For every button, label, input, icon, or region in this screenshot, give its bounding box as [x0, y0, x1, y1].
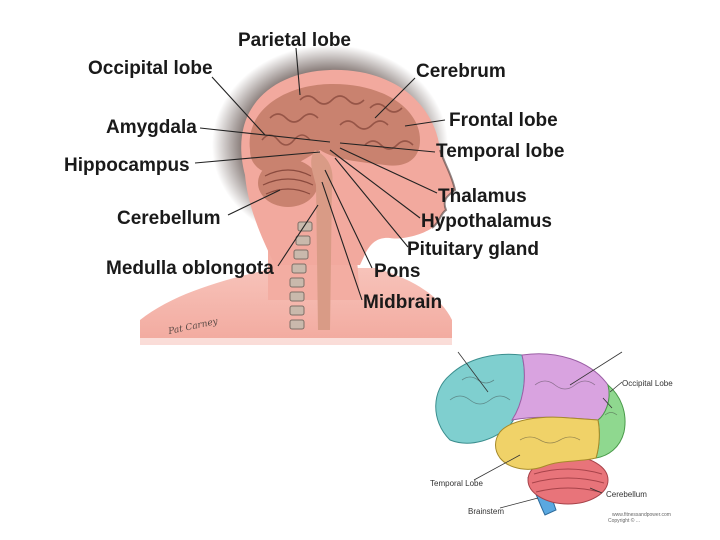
brainstem-shape	[311, 150, 333, 330]
label-temporal-lobe-small: Temporal Lobe	[430, 479, 483, 488]
label-hypothalamus: Hypothalamus	[421, 211, 552, 232]
label-cerebellum: Cerebellum	[117, 208, 221, 229]
credit-line-2: Copyright © ...	[608, 518, 641, 524]
label-occipital-lobe: Occipital lobe	[88, 58, 213, 79]
cerebellum-folia	[531, 468, 605, 493]
label-pons: Pons	[374, 261, 421, 282]
bottom-fade	[130, 338, 460, 348]
leader-lines	[457, 351, 623, 509]
leader-lines	[194, 47, 446, 301]
gyri-lines	[449, 376, 618, 444]
credit-line-1: www.fitnessandpower.com	[612, 512, 671, 518]
label-midbrain: Midbrain	[363, 292, 443, 313]
temporal-lobe-shape	[495, 416, 600, 470]
label-amygdala: Amygdala	[106, 117, 197, 138]
gyri-lines	[261, 95, 414, 150]
label-temporal-lobe: Temporal lobe	[436, 141, 565, 162]
label-frontal-lobe: Frontal lobe	[449, 110, 558, 131]
label-cerebellum-small: Cerebellum	[606, 490, 647, 499]
cerebellum-folia	[262, 169, 314, 195]
parietal-lobe-shape	[510, 353, 610, 421]
label-thalamus: Thalamus	[438, 186, 527, 207]
label-occipital-lobe-small: Occipital Lobe	[622, 379, 673, 388]
label-cerebrum: Cerebrum	[416, 61, 506, 82]
face-profile	[431, 149, 457, 229]
cerebellum-shape	[258, 159, 318, 207]
label-medulla-oblongota: Medulla oblongota	[106, 258, 274, 279]
vertebrae	[289, 221, 313, 330]
label-parietal-lobe: Parietal lobe	[238, 30, 351, 51]
label-hippocampus: Hippocampus	[64, 155, 190, 176]
label-brainstem-small: Brainstem	[468, 507, 505, 516]
cerebrum-shape	[249, 83, 420, 173]
label-pituitary-gland: Pituitary gland	[407, 239, 539, 260]
